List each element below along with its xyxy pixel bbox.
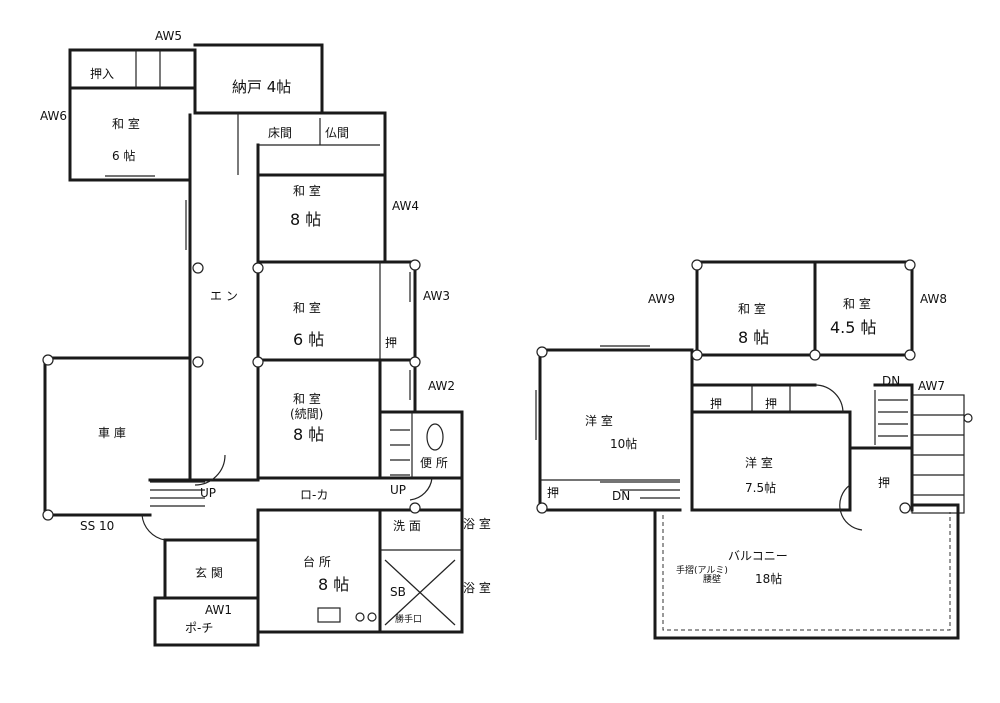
label-washitsu-8u: 和 室 xyxy=(738,301,766,316)
label-genkan: 玄 関 xyxy=(195,565,223,580)
label-aw1: AW1 xyxy=(205,603,232,617)
label-oshi-2f-c: 押 xyxy=(547,486,559,500)
first-floor-walls xyxy=(43,43,464,647)
label-furo-2: 浴 室 xyxy=(463,580,491,595)
label-washitsu-6-top: 和 室 xyxy=(112,116,140,131)
label-butsuma: 仏間 xyxy=(325,126,349,140)
second-floor-labels: AW9 和 室 8 帖 和 室 4.5 帖 AW8 DN AW7 押 押 洋 室… xyxy=(547,292,947,586)
label-sb: SB xyxy=(390,585,406,599)
label-yoshitsu-10: 洋 室 xyxy=(585,413,613,428)
label-oshi-2f-a: 押 xyxy=(710,397,722,411)
label-size-75: 7.5帖 xyxy=(745,480,776,495)
label-size-8c: 8 帖 xyxy=(293,425,324,444)
label-zashiki: (続間) xyxy=(290,407,323,421)
label-aw9: AW9 xyxy=(648,292,675,306)
label-shako: 車 庫 xyxy=(98,426,126,440)
label-oshi-1f: 押 xyxy=(385,336,397,350)
columns-2f xyxy=(536,259,916,514)
label-aw5: AW5 xyxy=(155,29,182,43)
label-size-6-top: 6 帖 xyxy=(112,148,135,163)
label-up-2: UP xyxy=(390,483,406,497)
columns-1f xyxy=(42,259,421,521)
label-dn-2: DN xyxy=(612,489,630,503)
label-washitsu-8a: 和 室 xyxy=(293,183,321,198)
label-aw8: AW8 xyxy=(920,292,947,306)
label-furo-1: 浴 室 xyxy=(463,516,491,531)
label-size-6b: 6 帖 xyxy=(293,330,324,349)
label-size-18: 18帖 xyxy=(755,571,782,586)
label-size-8d: 8 帖 xyxy=(318,575,349,594)
label-washitsu-6b: 和 室 xyxy=(293,300,321,315)
label-aw3: AW3 xyxy=(423,289,450,303)
label-en: エ ン xyxy=(210,289,238,303)
label-oshi-2f-d: 押 xyxy=(878,476,890,490)
label-ss10: SS 10 xyxy=(80,519,114,533)
label-aw4: AW4 xyxy=(392,199,419,213)
label-size-8u: 8 帖 xyxy=(738,328,769,347)
label-tokonoma: 床間 xyxy=(268,126,292,140)
label-oshiire: 押入 xyxy=(90,67,114,81)
label-yoshitsu-75: 洋 室 xyxy=(745,455,773,470)
label-roka: ロ-カ xyxy=(300,488,328,502)
label-aw6: AW6 xyxy=(40,109,67,123)
label-size-10: 10帖 xyxy=(610,436,637,451)
label-annot-1: 手摺(アルミ) xyxy=(676,564,728,576)
label-benjo: 便 所 xyxy=(420,456,448,470)
label-porch: ポ-チ xyxy=(185,621,213,635)
label-balcony: バルコニー xyxy=(728,549,788,563)
label-daidokoro: 台 所 xyxy=(303,554,331,569)
label-oshi-2f-b: 押 xyxy=(765,397,777,411)
label-washitsu-45: 和 室 xyxy=(843,296,871,311)
label-up-1: UP xyxy=(200,486,216,500)
label-katte: 勝手口 xyxy=(395,613,422,625)
second-floor-walls xyxy=(535,260,973,640)
first-floor-labels: AW5 AW6 押入 納戸 4帖 床間 仏間 和 室 6 帖 和 室 8 帖 A… xyxy=(40,29,491,635)
label-size-45: 4.5 帖 xyxy=(830,318,877,337)
stairs-1f xyxy=(150,429,410,507)
label-aw2: AW2 xyxy=(428,379,455,393)
label-annot-2: 腰壁 xyxy=(703,573,721,585)
label-washitsu-8c: 和 室 xyxy=(293,391,321,406)
label-nando: 納戸 4帖 xyxy=(232,78,291,96)
label-senmen: 洗 面 xyxy=(393,519,421,533)
label-dn-1: DN xyxy=(882,374,900,388)
label-size-8a: 8 帖 xyxy=(290,210,321,229)
label-aw7: AW7 xyxy=(918,379,945,393)
